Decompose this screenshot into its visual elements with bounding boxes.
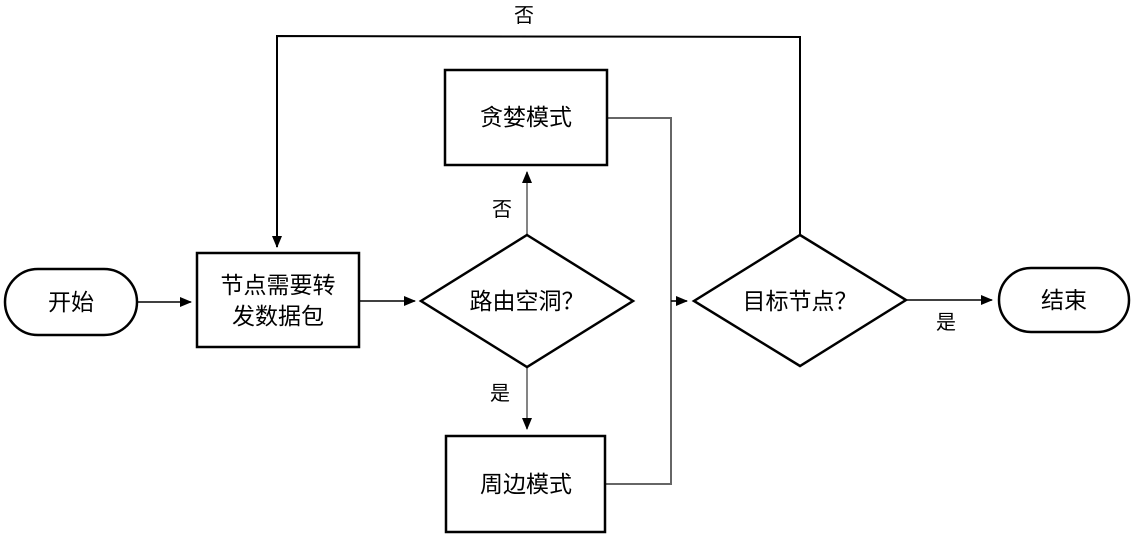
node-forward: 节点需要转 发数据包 [195, 251, 361, 349]
edge-greedy-junction [607, 117, 672, 301]
forward-label-line1: 节点需要转 [221, 273, 336, 298]
node-end: 结束 [997, 266, 1131, 334]
label-hole-yes: 是 [490, 383, 510, 405]
routing-hole-label: 路由空洞？ [470, 289, 585, 314]
start-label: 开始 [48, 290, 94, 315]
node-perimeter: 周边模式 [444, 434, 607, 534]
label-loop-no: 否 [514, 5, 534, 27]
end-terminator-shape [997, 266, 1131, 334]
edge-target-no-loop [272, 34, 801, 248]
node-greedy: 贪婪模式 [443, 68, 609, 167]
node-target: 目标节点？ [691, 233, 909, 368]
edge-perimeter-junction [605, 301, 672, 485]
node-start: 开始 [3, 267, 139, 337]
target-decision-shape [691, 233, 909, 368]
target-label: 目标节点？ [743, 289, 858, 314]
start-terminator-shape [3, 267, 139, 337]
perimeter-label: 周边模式 [480, 472, 572, 497]
forward-process-shape [195, 251, 361, 349]
routing-hole-decision-shape [418, 233, 636, 369]
forward-label-line2: 发数据包 [232, 304, 324, 329]
node-routing-hole: 路由空洞？ [418, 233, 636, 369]
perimeter-process-shape [444, 434, 607, 534]
end-label: 结束 [1041, 288, 1087, 313]
greedy-label: 贪婪模式 [480, 105, 572, 130]
label-target-yes: 是 [936, 312, 956, 334]
greedy-process-shape [443, 68, 609, 167]
label-hole-no: 否 [492, 199, 512, 221]
